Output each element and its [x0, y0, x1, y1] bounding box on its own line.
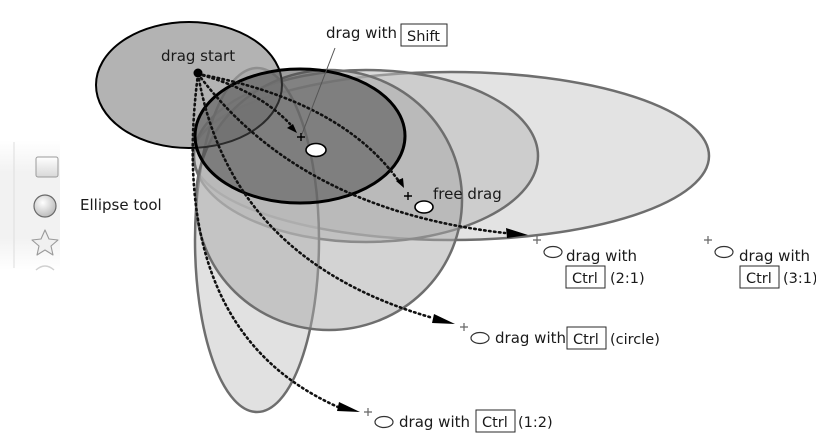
cursor-ctrl-1-2-icon: [364, 408, 394, 429]
drag-start-point: [193, 68, 203, 78]
drag-path-free: [196, 72, 400, 182]
annotations: drag start drag with Shift free drag dra…: [161, 23, 816, 433]
ctrl-key-box: [566, 326, 607, 350]
rectangle-tool-icon[interactable]: [35, 156, 59, 178]
drag-path-shift: [196, 72, 292, 126]
free-drag-label: free drag: [433, 185, 502, 203]
ctrl-key-box: [565, 265, 606, 289]
arrowhead-shift: [287, 124, 297, 133]
ellipse-tool-icon[interactable]: [33, 194, 57, 218]
cursor-ctrl-3-1-icon: [704, 236, 734, 259]
cursor-ctrl-2-1-icon: [533, 236, 563, 259]
svg-text:(2:1): (2:1): [610, 271, 645, 287]
ellipse-free-drag: [193, 67, 407, 205]
svg-text:Ctrl: Ctrl: [573, 332, 599, 348]
arrowhead-ctrl-circle: [432, 314, 455, 324]
shift-annotation: drag with Shift: [326, 23, 448, 47]
shift-leader-line: [301, 47, 336, 135]
drag-path-ctrl-2-1: [196, 72, 507, 235]
svg-text:Ctrl: Ctrl: [572, 271, 598, 287]
spiral-tool-icon[interactable]: [35, 265, 55, 271]
ellipses: [95, 21, 711, 414]
drag-path-ctrl-circle: [196, 72, 435, 320]
svg-text:Ctrl: Ctrl: [482, 415, 508, 431]
arrowhead-free: [396, 178, 404, 188]
cursor-ctrl-circle-icon: [460, 323, 490, 345]
svg-text:Ctrl: Ctrl: [746, 271, 772, 287]
cursor-shift-icon: [297, 133, 327, 158]
ctrl-1-2-annotation: drag with Ctrl (1:2): [399, 409, 553, 433]
svg-text:drag with: drag with: [399, 413, 470, 431]
svg-text:(1:2): (1:2): [518, 415, 553, 431]
toolbox: Ellipse tool: [0, 140, 162, 271]
svg-text:(circle): (circle): [610, 332, 660, 348]
svg-text:drag with: drag with: [326, 24, 397, 42]
ctrl-3-1-annotation: drag with Ctrl (3:1): [739, 247, 816, 289]
drag-paths: [191, 72, 507, 409]
ellipse-tool-label: Ellipse tool: [80, 196, 162, 214]
arrowhead-ctrl-2-1: [506, 228, 528, 238]
ellipse-cursors: [297, 133, 734, 429]
star-tool-icon[interactable]: [31, 229, 59, 256]
svg-text:drag with: drag with: [495, 329, 566, 347]
shift-key-label: Shift: [407, 29, 440, 45]
cursor-free-icon: [404, 192, 434, 214]
svg-text:(3:1): (3:1): [783, 271, 816, 287]
shift-key-box: [400, 23, 448, 47]
drag-path-ctrl-1-2: [191, 72, 340, 409]
ctrl-key-box: [475, 409, 516, 433]
ctrl-2-1-annotation: drag with Ctrl (2:1): [565, 247, 645, 289]
ctrl-circle-annotation: drag with Ctrl (circle): [495, 326, 660, 350]
drag-start-label: drag start: [161, 47, 235, 65]
svg-text:drag with: drag with: [739, 247, 810, 265]
svg-text:drag with: drag with: [566, 247, 637, 265]
ctrl-key-box: [739, 265, 780, 289]
arrowhead-ctrl-1-2: [337, 402, 360, 412]
